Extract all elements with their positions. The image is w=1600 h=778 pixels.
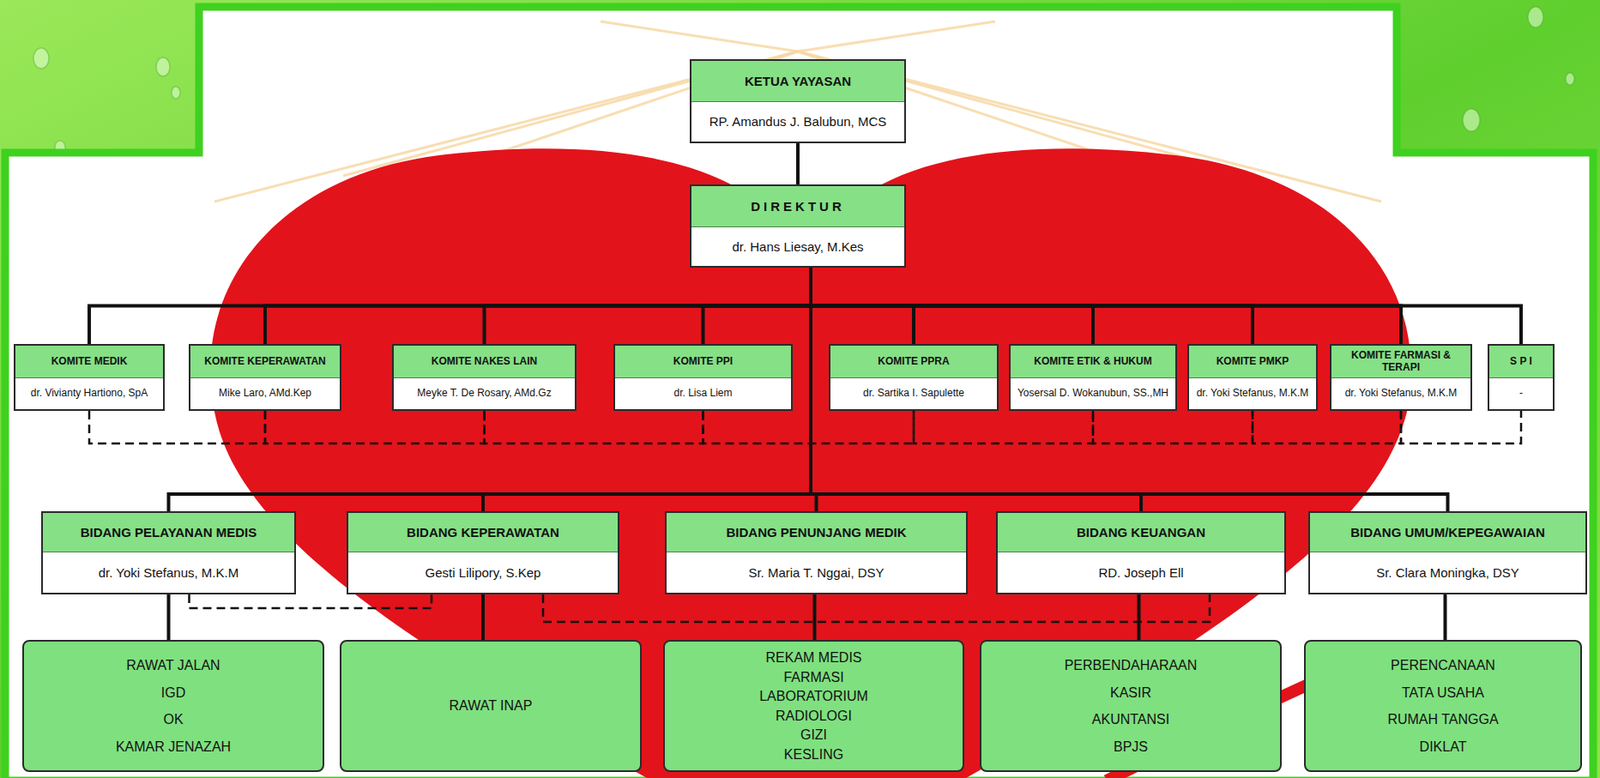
box-heading: KOMITE PPI: [615, 345, 791, 379]
box-heading: BIDANG PELAYANAN MEDIS: [42, 513, 295, 553]
coordination-line: [265, 410, 485, 444]
department-box: BIDANG PELAYANAN MEDISdr. Yoki Stefanus,…: [41, 511, 296, 595]
box-heading: KOMITE PMKP: [1189, 345, 1317, 379]
coordination-line: [913, 410, 1093, 444]
unit-name: KAMAR JENAZAH: [29, 738, 318, 755]
person-name: Mike Laro, AMd.Kep: [190, 378, 340, 410]
person-name: -: [1489, 378, 1553, 410]
unit-box: PERBENDAHARAAN KASIR AKUNTANSI BPJS: [979, 640, 1282, 773]
committee-box: S P I-: [1487, 344, 1555, 411]
unit-name: OK: [29, 711, 318, 728]
command-line: [813, 594, 817, 640]
committee-box: KOMITE KEPERAWATANMike Laro, AMd.Kep: [188, 344, 342, 411]
box-heading: KOMITE KEPERAWATAN: [190, 345, 340, 379]
department-box: BIDANG KEPERAWATANGesti Lilipory, S.Kep: [346, 511, 620, 595]
command-line: [810, 267, 1522, 345]
command-line: [481, 594, 485, 640]
person-name: dr. Lisa Liem: [615, 378, 791, 410]
department-box: BIDANG UMUM/KEPEGAWAIANSr. Clara Moningk…: [1308, 511, 1588, 595]
command-line: [265, 267, 811, 345]
command-line: [167, 594, 171, 640]
command-line: [796, 143, 800, 185]
coordination-line: [1252, 410, 1401, 444]
committee-box: KOMITE ETIK & HUKUMYosersal D. Wokanubun…: [1008, 344, 1178, 411]
command-line: [1137, 594, 1142, 640]
unit-name: LABORATORIUM: [670, 688, 958, 705]
command-line: [169, 267, 812, 512]
box-heading: KOMITE MEDIK: [15, 345, 164, 379]
unit-name: DIKLAT: [1310, 738, 1576, 755]
director-box: DIREKTURdr. Hans Liesay, M.Kes: [689, 184, 906, 268]
committee-box: KOMITE PMKPdr. Yoki Stefanus, M.K.M: [1187, 344, 1318, 411]
committee-box: KOMITE NAKES LAINMeyke T. De Rosary, AMd…: [392, 344, 577, 411]
command-line: [1443, 594, 1448, 640]
unit-name: FARMASI: [670, 669, 958, 686]
unit-name: RUMAH TANGGA: [1310, 711, 1576, 728]
unit-name: RAWAT INAP: [346, 697, 635, 714]
box-heading: S P I: [1489, 345, 1553, 379]
unit-name: KESLING: [670, 746, 958, 763]
command-line: [89, 267, 811, 345]
unit-name: IGD: [29, 684, 318, 701]
person-name: dr. Yoki Stefanus, M.K.M: [42, 552, 295, 593]
person-name: Sr. Maria T. Nggai, DSY: [666, 552, 967, 593]
box-heading: BIDANG PENUNJANG MEDIK: [666, 513, 967, 553]
person-name: dr. Sartika I. Sapulette: [830, 378, 997, 410]
unit-box: REKAM MEDIS FARMASI LABORATORIUM RADIOLOGIG…: [663, 640, 965, 773]
person-name: Sr. Clara Moningka, DSY: [1310, 552, 1586, 593]
person-name: RP. Amandus J. Balubun, MCS: [691, 102, 905, 142]
person-name: RD. Joseph Ell: [997, 552, 1285, 593]
committee-box: KOMITE FARMASI & TERAPIdr. Yoki Stefanus…: [1329, 344, 1473, 411]
unit-name: GIZI: [670, 726, 958, 743]
unit-name: AKUNTANSI: [986, 711, 1275, 728]
committee-box: KOMITE PPRAdr. Sartika I. Sapulette: [828, 344, 999, 411]
box-heading: KOMITE NAKES LAIN: [393, 345, 575, 379]
box-heading: BIDANG UMUM/KEPEGAWAIAN: [1310, 513, 1586, 553]
person-name: Yosersal D. Wokanubun, SS.,MH: [1010, 378, 1176, 410]
coordination-line: [89, 410, 266, 444]
box-heading: BIDANG KEPERAWATAN: [348, 513, 618, 553]
department-box: BIDANG PENUNJANG MEDIKSr. Maria T. Nggai…: [664, 511, 968, 595]
coordination-line: [189, 594, 433, 609]
coordination-line: [484, 410, 704, 444]
box-heading: KOMITE PPRA: [830, 345, 997, 379]
person-name: dr. Hans Liesay, M.Kes: [691, 227, 905, 266]
coordination-line: [1400, 410, 1522, 444]
unit-box: RAWAT JALAN IGD OK KAMAR JENAZAH: [22, 640, 325, 773]
box-heading: DIREKTUR: [691, 186, 905, 228]
committee-box: KOMITE PPIdr. Lisa Liem: [613, 344, 793, 411]
box-heading: KOMITE FARMASI & TERAPI: [1331, 345, 1471, 379]
person-name: dr. Yoki Stefanus, M.K.M: [1331, 378, 1471, 410]
unit-name: PERENCANAAN: [1310, 657, 1576, 674]
foundation-box: KETUA YAYASANRP. Amandus J. Balubun, MCS: [689, 59, 906, 144]
box-heading: KOMITE ETIK & HUKUM: [1010, 345, 1176, 379]
unit-name: REKAM MEDIS: [670, 649, 958, 666]
unit-box: PERENCANAAN TATA USAHA RUMAH TANGGA DIKLAT: [1304, 640, 1582, 773]
committee-box: KOMITE MEDIKdr. Vivianty Hartiono, SpA: [13, 344, 165, 411]
coordination-line: [543, 594, 1210, 622]
person-name: Gesti Lilipory, S.Kep: [348, 552, 618, 593]
unit-name: RADIOLOGI: [670, 707, 958, 725]
person-name: dr. Yoki Stefanus, M.K.M: [1189, 378, 1317, 410]
unit-box: RAWAT INAP: [339, 640, 642, 773]
coordination-line: [1092, 410, 1253, 444]
unit-name: KASIR: [986, 684, 1275, 701]
unit-name: BPJS: [986, 738, 1275, 755]
command-line: [703, 267, 812, 345]
box-heading: BIDANG KEUANGAN: [997, 513, 1285, 553]
person-name: Meyke T. De Rosary, AMd.Gz: [393, 378, 575, 410]
command-line: [484, 267, 812, 345]
unit-name: PERBENDAHARAAN: [986, 657, 1275, 674]
coordination-line: [703, 410, 915, 444]
department-box: BIDANG KEUANGANRD. Joseph Ell: [996, 511, 1287, 595]
unit-name: TATA USAHA: [1310, 684, 1576, 701]
unit-name: RAWAT JALAN: [29, 657, 318, 674]
person-name: dr. Vivianty Hartiono, SpA: [15, 378, 164, 410]
box-heading: KETUA YAYASAN: [691, 60, 905, 103]
